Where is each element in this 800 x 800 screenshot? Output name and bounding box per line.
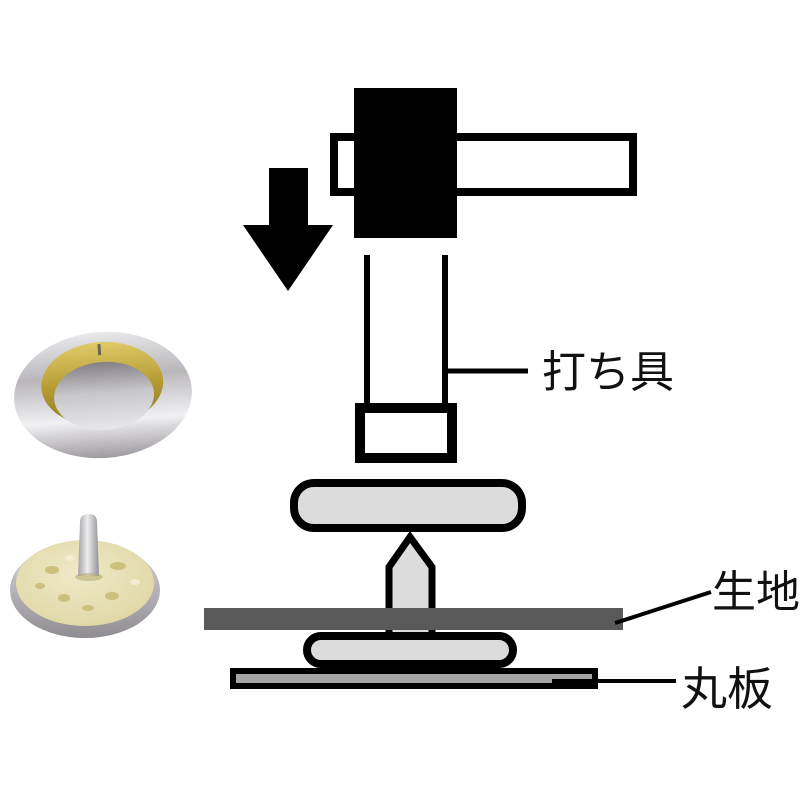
snap-cap-part: [290, 479, 526, 532]
fabric-bar: [204, 608, 623, 630]
tack-photo-prong: [78, 514, 99, 576]
punch-tool: [355, 255, 457, 463]
label-fabric: 生地: [712, 567, 800, 618]
tack-photo-face: [16, 540, 154, 626]
punch-tip: [355, 403, 457, 463]
cap-photo-seam: [97, 344, 102, 356]
punch-shaft-left-line: [364, 255, 370, 407]
label-round-plate: 丸板: [681, 662, 773, 716]
round-plate-part: [230, 668, 598, 689]
leader-line-fabric: [614, 590, 712, 625]
label-punch-tool: 打ち具: [542, 347, 674, 398]
hammer-head: [354, 88, 457, 238]
photo-snap-cap: [14, 331, 192, 459]
tack-photo-speckles: [35, 555, 140, 611]
snap-base-part: [303, 632, 517, 668]
cap-photo-inner-recess: [54, 361, 155, 431]
photo-snap-tack: [10, 514, 160, 638]
punch-shaft-right-line: [442, 255, 448, 407]
arrow-down-icon: [243, 168, 333, 291]
tack-photo-prong-shadow: [75, 573, 103, 581]
